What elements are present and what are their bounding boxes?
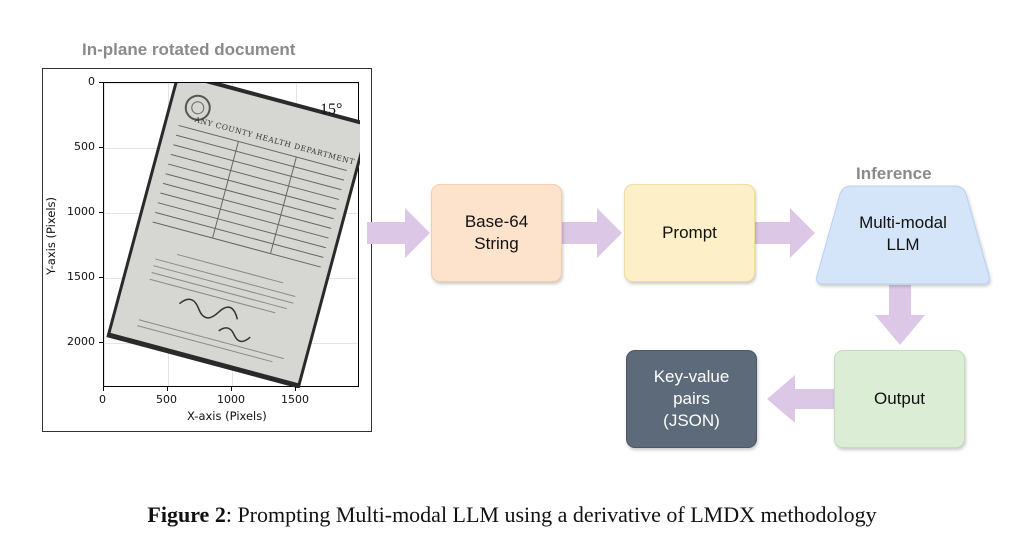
output-label: Output — [873, 389, 926, 408]
x-tick-label: 1000 — [217, 393, 245, 406]
base64-string-node: Base-64 String — [431, 184, 562, 282]
inference-label: Inference — [856, 164, 932, 183]
arrow-to-output — [875, 285, 925, 345]
caption-prefix: Figure 2 — [147, 502, 226, 527]
plot-axes: ANY COUNTY HEALTH DEPARTMENT 15° — [103, 82, 360, 388]
arrow-to-base64 — [367, 208, 430, 258]
rotated-document-image — [106, 83, 360, 388]
prompt-label: Prompt — [662, 223, 717, 242]
json-node: Key-value pairs (JSON) — [626, 350, 757, 448]
x-axis-label: X-axis (Pixels) — [187, 409, 267, 423]
x-tick-label: 500 — [156, 393, 177, 406]
y-tick-label: 1500 — [67, 270, 95, 283]
y-tick-label: 1000 — [67, 205, 95, 218]
figure-caption: Figure 2: Prompting Multi-modal LLM usin… — [0, 502, 1024, 528]
x-tick-label: 0 — [99, 393, 106, 406]
caption-text: : Prompting Multi-modal LLM using a deri… — [225, 502, 877, 527]
arrow-to-llm — [755, 208, 815, 258]
llm-node: Multi-modal LLM — [813, 184, 993, 284]
json-label: Key-value pairs (JSON) — [653, 367, 730, 430]
arrow-to-prompt — [562, 208, 622, 258]
seal-icon — [184, 94, 211, 121]
llm-node-shape — [816, 185, 990, 285]
prompt-node: Prompt — [624, 184, 755, 282]
y-tick-label: 2000 — [67, 335, 95, 348]
llm-label: Multi-modal LLM — [859, 213, 947, 254]
plot-title: In-plane rotated document — [82, 40, 296, 59]
output-node: Output — [834, 350, 965, 448]
y-tick-label: 500 — [74, 140, 95, 153]
x-tick-label: 1500 — [281, 393, 309, 406]
y-tick-label: 0 — [88, 75, 95, 88]
arrow-to-json — [767, 375, 834, 423]
base64-string-label: Base-64 String — [464, 212, 529, 253]
rotation-angle-label: 15° — [320, 101, 343, 118]
